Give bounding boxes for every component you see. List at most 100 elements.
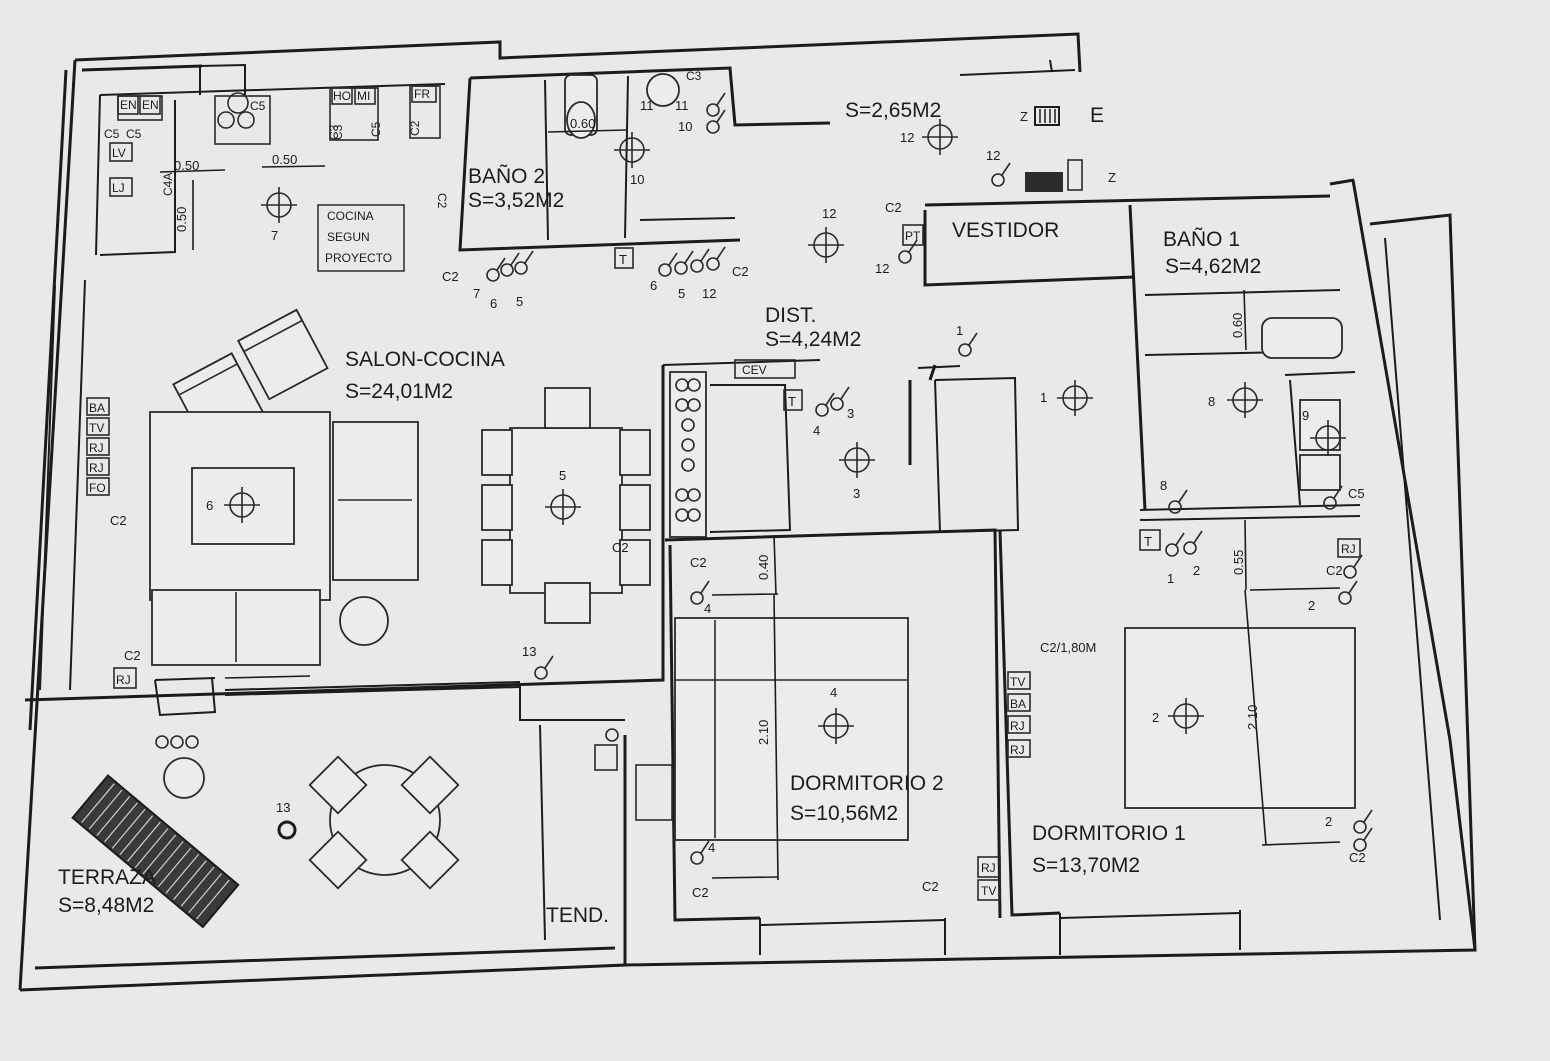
room-area-dist: S=4,24M2 (765, 328, 861, 351)
code-label: C2 (408, 120, 422, 136)
dim-label: 2.10 (756, 720, 771, 745)
code-label: C2 (442, 269, 459, 284)
room-area-terraza: S=8,48M2 (58, 894, 154, 917)
terrace-table (308, 755, 460, 890)
circuit-number: 6 (490, 296, 497, 311)
circuit-number: 10 (678, 119, 692, 134)
kitchen-note-1: COCINA (327, 209, 374, 223)
light-icon (922, 119, 958, 155)
switch-icon (706, 109, 726, 134)
circuit-number: 4 (830, 685, 837, 700)
code-label: RJ (1341, 542, 1356, 556)
outlet-boxes (86, 85, 1361, 901)
switch-icon (1323, 485, 1343, 510)
electrical-codes: EN EN C5 C5 LV LJ C4A C5 C3 HO MI C3 C5 … (89, 69, 1366, 900)
furniture (71, 73, 1356, 929)
dimension-labels: 0.50 0.50 0.50 0.60 0.60 0.40 0.55 2.10 … (174, 116, 1260, 745)
room-area-salon: S=24,01M2 (345, 380, 453, 403)
code-label: T (1144, 534, 1152, 549)
dim-label: 0.55 (1231, 550, 1246, 575)
code-label: C3 (686, 69, 702, 83)
switch-icon (674, 250, 694, 275)
switch-icon (830, 386, 850, 411)
circuit-number: 6 (206, 498, 213, 513)
coffee-table (191, 467, 295, 545)
switch-icon (690, 580, 710, 605)
code-label: RJ (1010, 743, 1025, 757)
light-fixtures (217, 92, 1346, 744)
circuit-number: 4 (813, 423, 820, 438)
switch-icon (155, 735, 199, 749)
switch-icon (690, 248, 710, 273)
code-label: T (788, 394, 796, 409)
room-area-bano-1: S=4,62M2 (1165, 255, 1261, 278)
dim-label: 0.50 (272, 152, 297, 167)
outer-walls (18, 32, 1477, 992)
code-label: Z (1108, 170, 1116, 185)
code-label: MI (357, 89, 370, 103)
bed-dormitorio-1 (1124, 627, 1356, 809)
code-label: C2 (110, 513, 127, 528)
dim-label: 0.60 (570, 116, 595, 131)
code-label: RJ (1010, 719, 1025, 733)
room-labels: SALON-COCINA S=24,01M2 COCINA SEGUN PROY… (58, 99, 1261, 927)
dimension-lines (159, 129, 1341, 881)
code-label: C2/1,80M (1040, 640, 1096, 655)
circuit-number: 10 (630, 172, 644, 187)
circuit-number: 12 (986, 148, 1000, 163)
dim-label: 0.50 (174, 158, 199, 173)
code-label: FO (89, 481, 106, 495)
code-label: LV (112, 146, 126, 160)
code-label: EN (142, 98, 159, 112)
code-label: C2 (922, 879, 939, 894)
circuit-number: 11 (640, 98, 654, 113)
light-icon (818, 708, 854, 744)
circuit-number: 2 (1193, 563, 1200, 578)
code-label: LJ (112, 181, 125, 195)
code-label: C5 (1348, 486, 1365, 501)
room-name-dist: DIST. (765, 304, 816, 327)
switch-icon (514, 250, 534, 275)
switch-icon (706, 92, 726, 117)
code-label: CEV (742, 363, 767, 377)
code-label: TV (981, 884, 996, 898)
circuit-number: 8 (1160, 478, 1167, 493)
code-label: TV (89, 421, 104, 435)
code-label: EN (120, 98, 137, 112)
code-label: RJ (89, 461, 104, 475)
code-label: C5 (369, 121, 383, 137)
switches (155, 92, 1373, 865)
code-label: C2 (612, 540, 629, 555)
light-icon (217, 92, 255, 129)
switch-icon (605, 728, 619, 742)
circuit-number: 5 (559, 468, 566, 483)
circuit-number: 2 (1152, 710, 1159, 725)
code-label: C2 (692, 885, 709, 900)
kitchen-note-3: PROYECTO (325, 251, 392, 265)
intercom-panel (1025, 172, 1063, 192)
circuit-number: 1 (956, 323, 963, 338)
switch-icon (690, 840, 710, 865)
switch-icon (1165, 532, 1185, 557)
code-label: TV (1010, 675, 1025, 689)
terrace-light (277, 820, 297, 840)
code-label: E (1090, 104, 1104, 127)
room-name-terraza: TERRAZA (58, 866, 156, 889)
switch-icon (706, 246, 726, 271)
meter-box (1034, 106, 1060, 126)
code-label: C2 (732, 264, 749, 279)
circuit-number: 12 (822, 206, 836, 221)
circuit-number: 6 (650, 278, 657, 293)
code-label: HO (333, 89, 351, 103)
circuit-number: 13 (522, 644, 536, 659)
circuit-number: 9 (1302, 408, 1309, 423)
room-name-tend: TEND. (546, 904, 609, 927)
code-label: C2 (690, 555, 707, 570)
dining-set (481, 387, 651, 624)
room-area-entry: S=2,65M2 (845, 99, 941, 122)
circuit-number: 12 (900, 130, 914, 145)
code-label: T (619, 252, 627, 267)
circuit-number: 1 (1040, 390, 1047, 405)
code-label: C5 (250, 99, 266, 113)
